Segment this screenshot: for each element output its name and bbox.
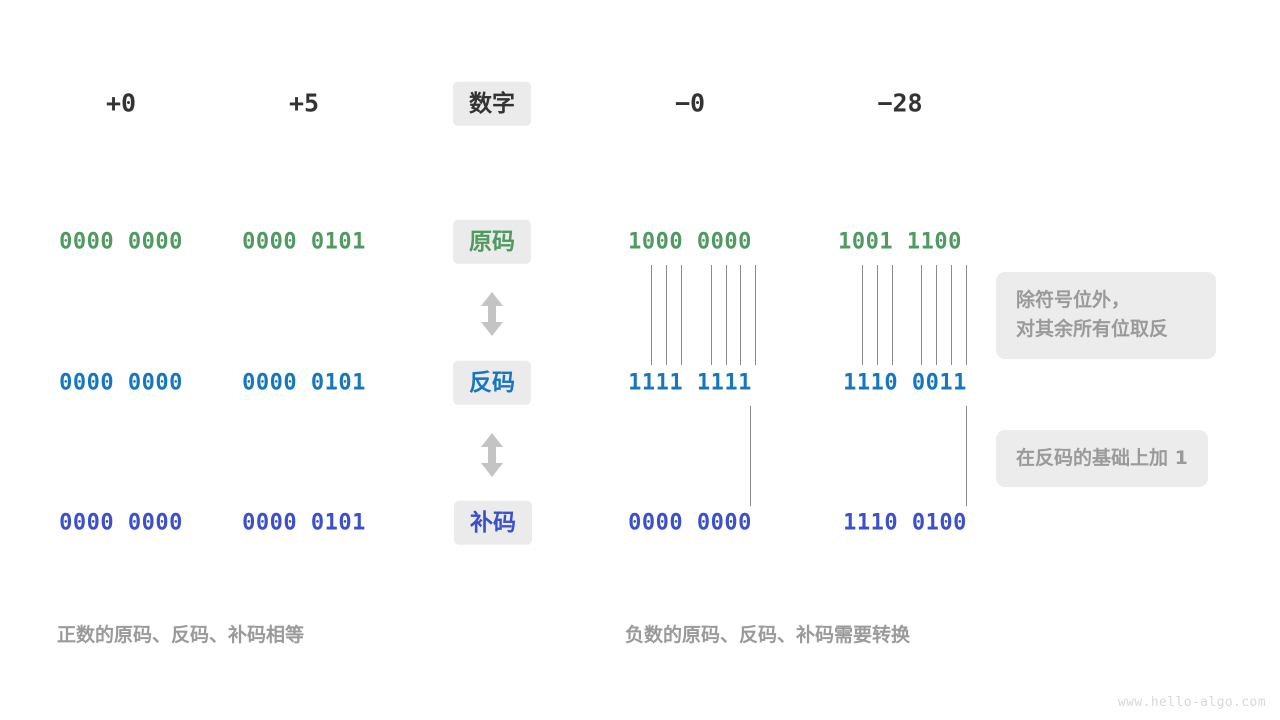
connector-tick [726,265,727,365]
connector-tick [877,265,878,365]
row-label-true-form: 原码 [453,219,531,265]
row-label-ones-complement: 反码 [453,360,531,406]
connector-tick [862,265,863,365]
connector-tick [666,265,667,365]
twos-complement-neg-zero: 0000 0000 [628,510,752,536]
true-form-pos-five: 0000 0101 [242,229,366,255]
row-label-number: 数字 [453,81,531,127]
note-add-one: 在反码的基础上加 1 [996,430,1208,488]
connector-tick [750,406,751,506]
connector-tick [936,265,937,365]
header-value-neg-zero: −0 [674,88,706,118]
ones-complement-pos-five: 0000 0101 [242,370,366,396]
connector-tick [966,406,967,506]
note-invert-bits: 除符号位外， 对其余所有位取反 [996,272,1216,359]
connector-tick [651,265,652,365]
true-form-neg-28: 1001 1100 [838,229,962,255]
ones-complement-neg-zero: 1111 1111 [628,370,752,396]
double-arrow-icon [479,432,505,478]
caption-positive: 正数的原码、反码、补码相等 [57,624,305,646]
ones-complement-neg-28: 1110 0011 [843,370,967,396]
true-form-pos-zero: 0000 0000 [59,229,183,255]
header-value-pos-zero: +0 [105,88,137,118]
twos-complement-neg-28: 1110 0100 [843,510,967,536]
twos-complement-pos-zero: 0000 0000 [59,510,183,536]
connector-tick [951,265,952,365]
connector-tick [755,265,756,365]
double-arrow-icon [479,291,505,337]
connector-tick [966,265,967,365]
ones-complement-pos-zero: 0000 0000 [59,370,183,396]
caption-negative: 负数的原码、反码、补码需要转换 [625,624,911,646]
header-value-pos-five: +5 [288,88,320,118]
connector-tick [921,265,922,365]
connector-tick [711,265,712,365]
connector-tick [740,265,741,365]
connector-tick [892,265,893,365]
connector-tick [681,265,682,365]
true-form-neg-zero: 1000 0000 [628,229,752,255]
row-label-twos-complement: 补码 [454,500,532,546]
watermark: www.hello-algo.com [1117,695,1266,710]
twos-complement-pos-five: 0000 0101 [242,510,366,536]
header-value-neg-28: −28 [877,88,923,118]
